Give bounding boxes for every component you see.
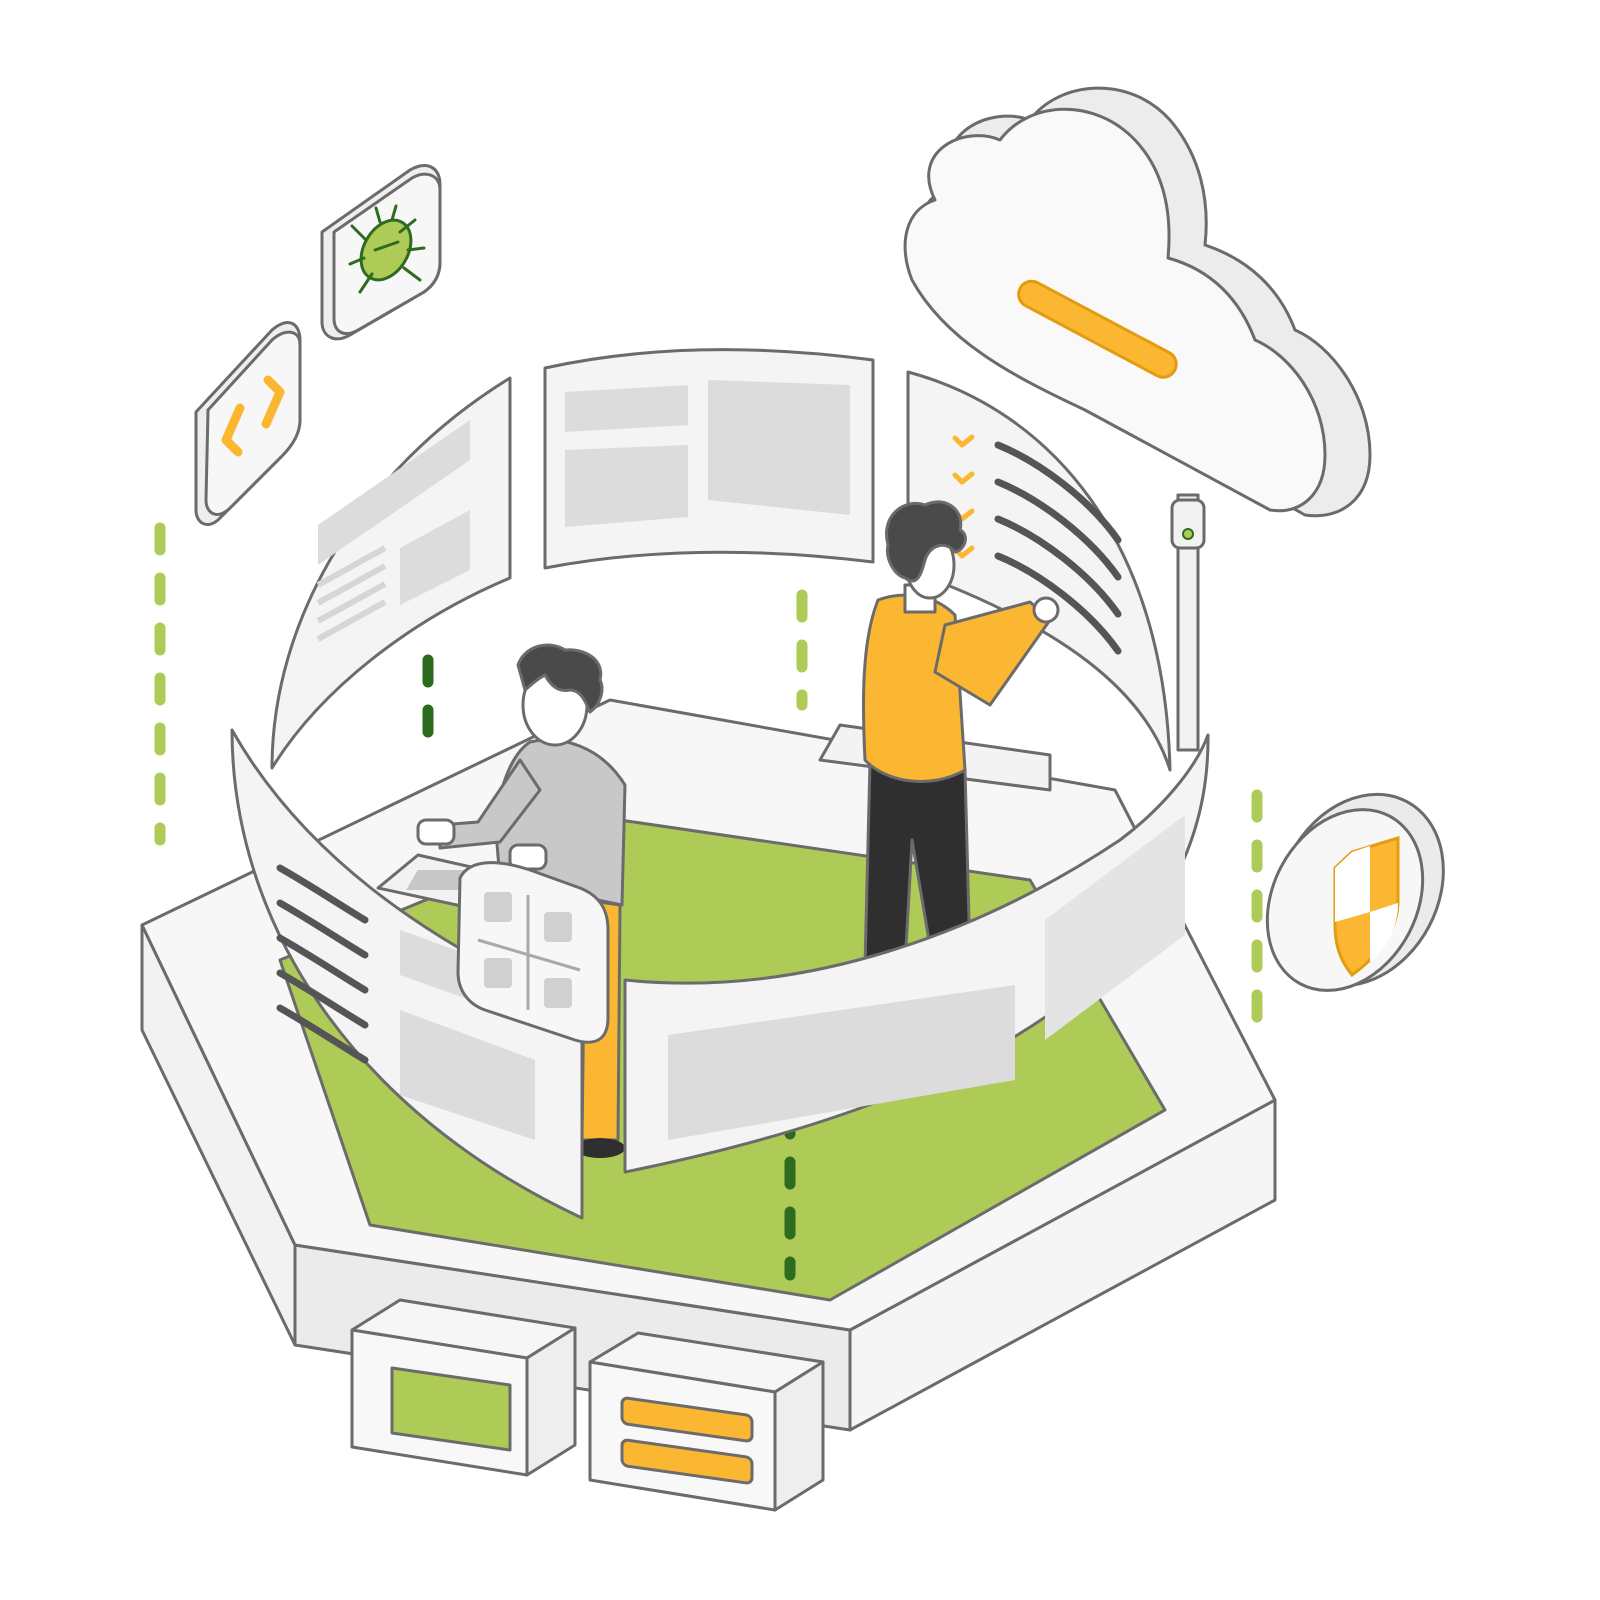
screen-front-right [623,733,1210,1174]
code-brackets-icon [221,375,285,457]
shield-tile [1265,792,1445,992]
screen-back-center [543,348,875,570]
green-block [390,1366,512,1452]
base-box-green [350,1298,577,1477]
person-hand [1032,596,1060,624]
person-arm [933,600,1052,707]
guide-lines [154,522,1263,1281]
base-box-orange [588,1331,825,1512]
orange-bar-bottom [620,1438,754,1485]
orange-bar-top [620,1396,754,1443]
person-hair [885,500,967,583]
code-brackets-tile [194,321,302,526]
cloud-pole [1176,493,1200,752]
person-shoe [575,1138,625,1158]
screen-back-left [270,376,512,770]
checklist-icon [952,434,1122,655]
laptop-keyboard [406,870,473,890]
bug-tile [320,164,442,341]
cloud-tile [903,86,1372,752]
cloud-progress-bar [1017,279,1178,379]
shield-icon [1333,835,1400,978]
person-hair [516,643,604,714]
person-hand [416,818,456,846]
grid-layout-icon [456,861,610,1044]
person-orange-shirt [861,500,1060,967]
screen-front-left [230,728,584,1220]
bug-icon [348,204,426,294]
